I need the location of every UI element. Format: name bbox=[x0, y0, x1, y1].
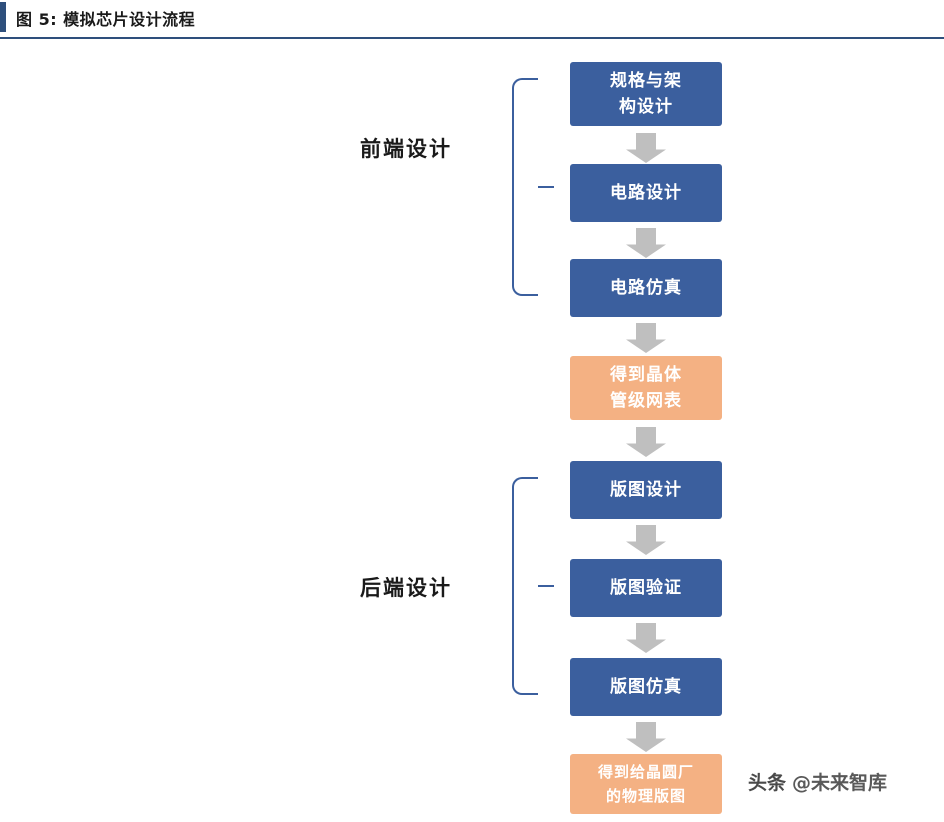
flow-node-label: 版图设计 bbox=[610, 480, 682, 500]
bracket-front-end bbox=[512, 78, 538, 296]
flow-node-label: 版图仿真 bbox=[610, 677, 682, 697]
flow-node-layout-simulation[interactable]: 版图仿真 bbox=[570, 658, 722, 716]
bracket-front-end-stem bbox=[538, 186, 554, 188]
flow-node-circuit-design[interactable]: 电路设计 bbox=[570, 164, 722, 222]
flow-arrow-3 bbox=[626, 323, 666, 353]
bracket-back-end-stem bbox=[538, 585, 554, 587]
header-divider bbox=[0, 37, 944, 39]
flow-arrow-6 bbox=[626, 623, 666, 653]
watermark-text: @未来智库 bbox=[792, 772, 888, 794]
flow-node-label: 电路仿真 bbox=[610, 278, 682, 298]
flow-node-transistor-netlist[interactable]: 得到晶体 管级网表 bbox=[570, 356, 722, 420]
flow-arrow-5 bbox=[626, 525, 666, 555]
flow-arrow-1 bbox=[626, 133, 666, 163]
watermark: 头条 @未来智库 bbox=[748, 768, 887, 795]
flow-node-label: 得到给晶圆厂 的物理版图 bbox=[597, 763, 694, 805]
flow-node-spec-arch-design[interactable]: 规格与架 构设计 bbox=[570, 62, 722, 126]
flow-node-label: 电路设计 bbox=[610, 183, 682, 203]
figure-title: 图 5: 模拟芯片设计流程 bbox=[16, 10, 196, 29]
group-label-front-end: 前端设计 bbox=[360, 137, 452, 161]
figure-header: 图 5: 模拟芯片设计流程 bbox=[0, 0, 944, 39]
flow-arrow-7 bbox=[626, 722, 666, 752]
group-label-back-end: 后端设计 bbox=[360, 576, 452, 600]
flow-node-physical-layout-for-fab[interactable]: 得到给晶圆厂 的物理版图 bbox=[570, 754, 722, 814]
flow-arrow-4 bbox=[626, 427, 666, 457]
flow-node-label: 规格与架 构设计 bbox=[610, 71, 682, 117]
flow-node-circuit-simulation[interactable]: 电路仿真 bbox=[570, 259, 722, 317]
bracket-back-end bbox=[512, 477, 538, 695]
flow-node-layout-verification[interactable]: 版图验证 bbox=[570, 559, 722, 617]
flow-node-label: 版图验证 bbox=[610, 578, 682, 598]
watermark-prefix: 头条 bbox=[748, 772, 787, 794]
flow-node-layout-design[interactable]: 版图设计 bbox=[570, 461, 722, 519]
flow-node-label: 得到晶体 管级网表 bbox=[610, 365, 682, 411]
header-accent-bar bbox=[0, 2, 6, 32]
flow-arrow-2 bbox=[626, 228, 666, 258]
